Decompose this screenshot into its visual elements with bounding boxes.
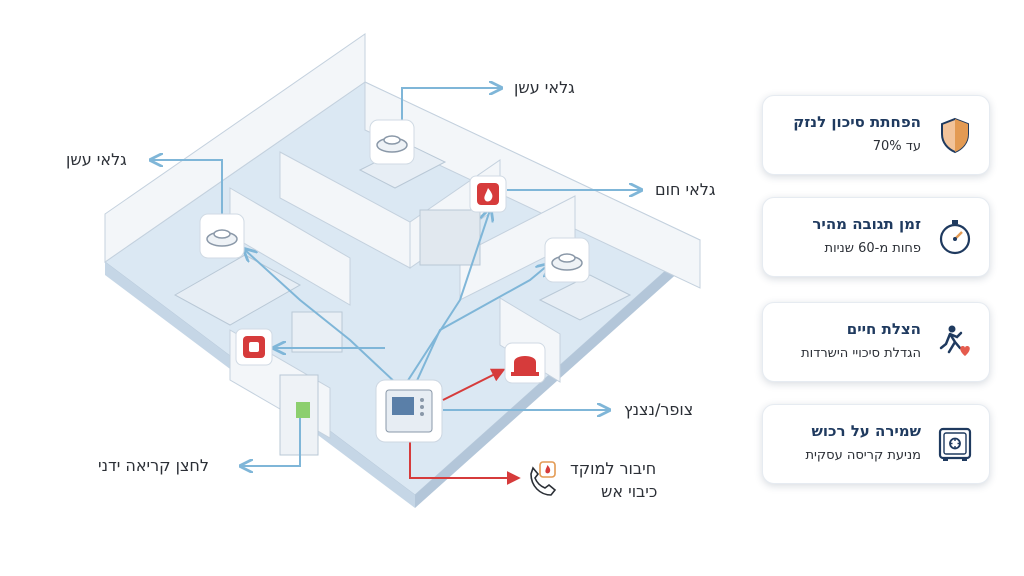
stopwatch-icon: [939, 220, 971, 255]
label-monitoring-line2: כיבוי אש: [601, 482, 658, 501]
benefit-subtitle: מניעת קריסה עסקית: [805, 448, 921, 463]
benefit-card-response-time: זמן תגובה מהיר פחות מ-60 שניות: [762, 197, 990, 277]
connector-panel-heat: [404, 210, 490, 386]
label-manual-call-point: לחצן קריאה ידני: [98, 456, 209, 475]
phone-fire-icon: [530, 461, 557, 496]
connector-smoke-left: [152, 160, 223, 232]
benefit-card-saving-lives: הצלת חיים הגדלת סיכויי הישרדות: [762, 302, 990, 382]
shield-icon: [941, 117, 969, 154]
running-person-heart-icon: [939, 325, 970, 356]
smoke-detector-tile-left: [199, 213, 245, 259]
siren-strobe-tile: [504, 342, 546, 384]
benefit-title: שמירה על רכוש: [811, 422, 921, 440]
label-heat-detector: גלאי חום: [655, 180, 716, 199]
connector-panel-monitoring: [409, 442, 521, 485]
connector-panel-smoke-right: [414, 265, 548, 386]
benefit-subtitle: עד 70%: [872, 139, 921, 154]
label-smoke-detector-left: גלאי עשן: [66, 150, 127, 169]
smoke-detector-tile-right: [544, 237, 590, 283]
label-monitoring-line1: חיבור למוקד: [570, 459, 657, 478]
manual-call-point-tile: [235, 328, 273, 366]
label-smoke-detector-top: גלאי עשן: [514, 78, 575, 97]
safe-icon: [938, 427, 972, 461]
benefit-subtitle: הגדלת סיכויי הישרדות: [801, 346, 921, 361]
benefit-subtitle: פחות מ-60 שניות: [824, 241, 921, 256]
connector-callpoint-label: [242, 418, 301, 466]
heat-detector-tile: [469, 175, 507, 213]
smoke-detector-tile-top: [369, 119, 415, 165]
benefit-card-property-protection: שמירה על רכוש מניעת קריסה עסקית: [762, 404, 990, 484]
benefit-title: הצלת חיים: [846, 320, 921, 338]
label-siren-strobe: צופר/נצנץ: [624, 400, 694, 419]
siren-icon: [514, 356, 536, 373]
connector-panel-strobe: [442, 368, 506, 401]
benefit-title: זמן תגובה מהיר: [812, 215, 921, 233]
benefit-title: הפחתת סיכון לנזק: [793, 113, 921, 131]
control-panel-tile: [375, 379, 443, 443]
benefit-card-damage-risk: הפחתת סיכון לנזק עד 70%: [762, 95, 990, 175]
connector-panel-smoke-left: [245, 250, 399, 386]
